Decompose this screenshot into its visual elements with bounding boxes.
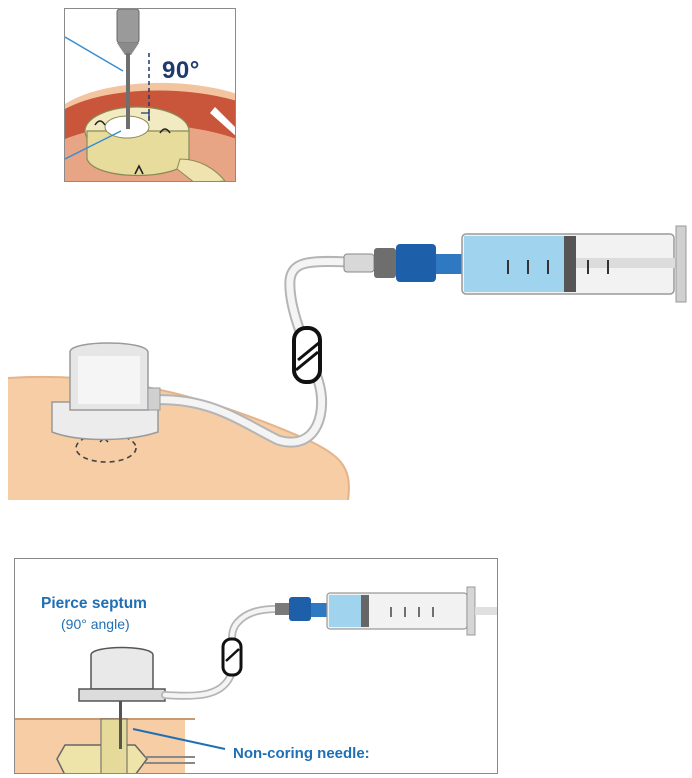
non-coring-needle-label: Non-coring needle: [233, 745, 370, 762]
clamp-icon [294, 328, 320, 382]
pierce-septum-subtitle: (90° angle) [61, 616, 130, 632]
connector-hub [396, 244, 436, 282]
needle-port-closeup-illustration [65, 9, 236, 182]
pierce-septum-title: Pierce septum [41, 595, 147, 613]
syringe-icon [462, 226, 686, 302]
inset-needle-angle: 90° [64, 8, 236, 182]
angle-label: 90° [162, 57, 200, 85]
infusion-setup-illustration [8, 210, 688, 500]
pierce-septum-panel: Pierce septum (90° angle) Non-coring nee… [14, 558, 498, 774]
